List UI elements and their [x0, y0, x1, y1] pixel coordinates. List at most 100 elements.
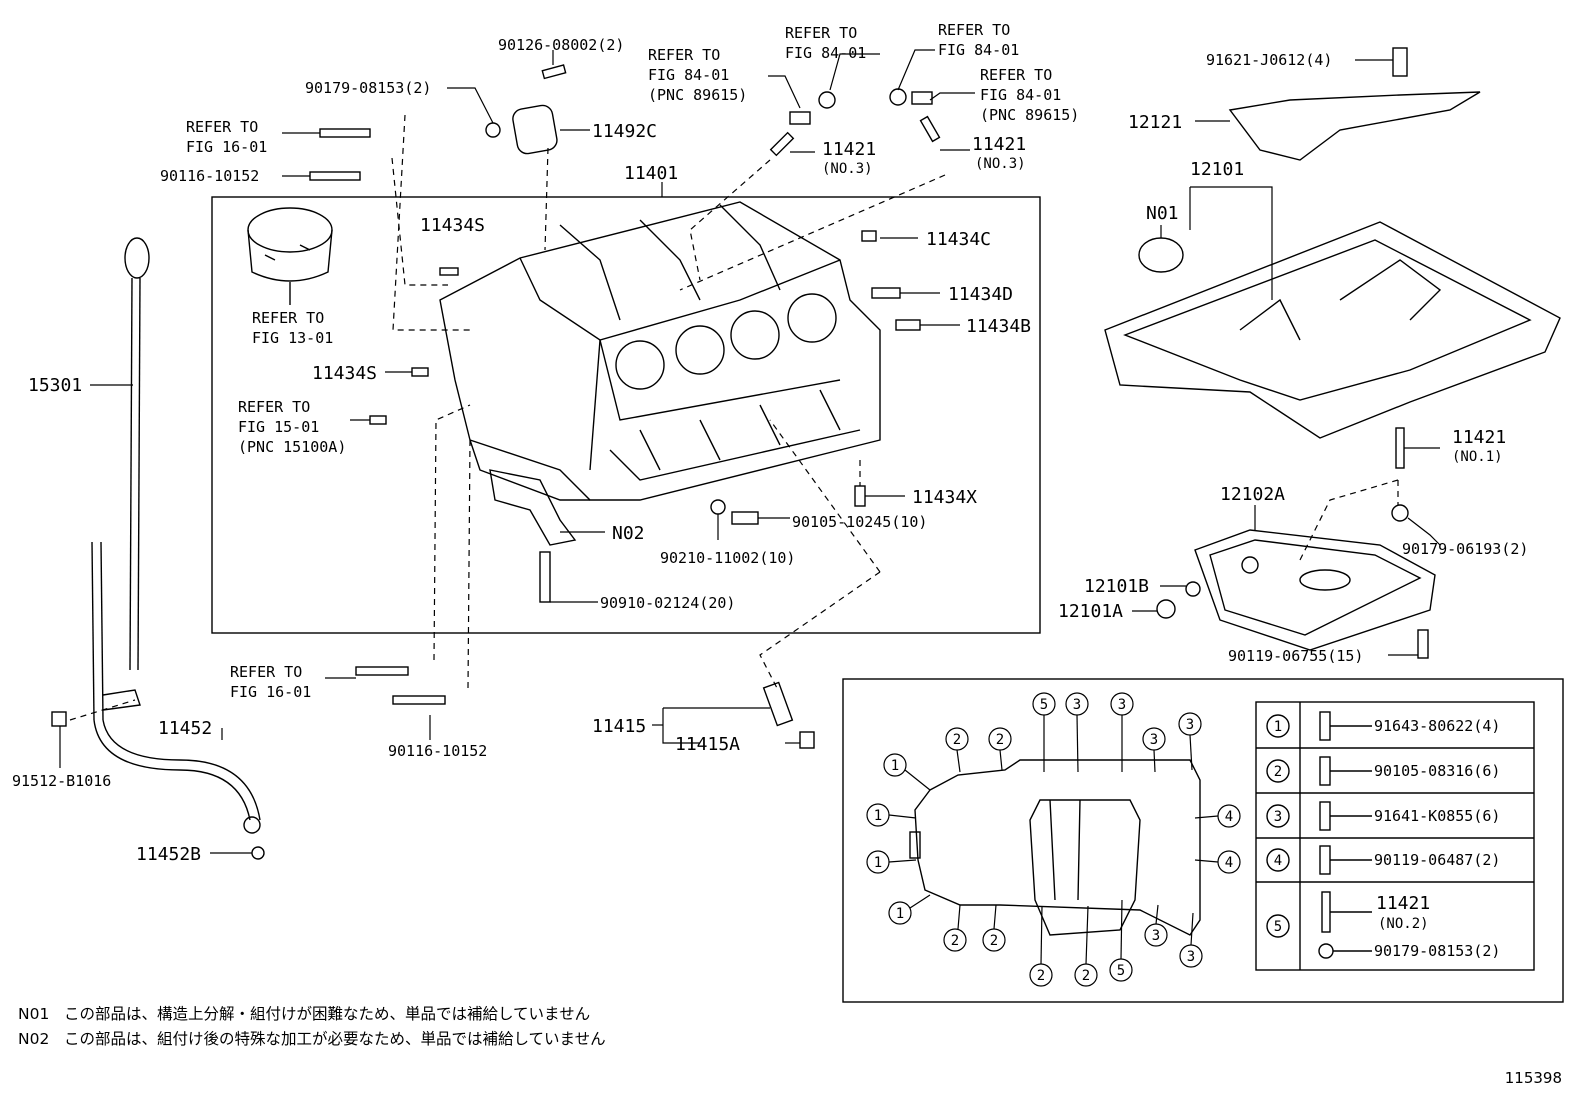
- part-label-90119-06755: 90119-06755(15): [1228, 647, 1363, 665]
- bolt-legend-text: 1 2 3 4 5 91643-80622(4) 90105-08316(6) …: [1274, 717, 1501, 960]
- svg-text:2: 2: [953, 732, 961, 748]
- svg-text:2: 2: [990, 933, 998, 949]
- svg-text:3: 3: [1150, 732, 1158, 748]
- legend-part-2: 90105-08316(6): [1374, 762, 1500, 780]
- lower-oil-pan-drawing: [1194, 529, 1436, 651]
- leader-lines: [59, 49, 1441, 854]
- part-label-11421-right: 11421: [972, 134, 1026, 155]
- svg-text:3: 3: [1152, 928, 1160, 944]
- part-labels: 90126-08002(2) 90179-08153(2) 90116-1015…: [12, 36, 1528, 865]
- ref-fig-13-01-line2: FIG 13-01: [252, 329, 333, 347]
- footnote-n01-code: N01: [18, 1005, 50, 1023]
- legend-num-3: 3: [1274, 809, 1282, 825]
- part-label-90116-b: 90116-10152: [388, 742, 487, 760]
- ref-fig-84-01c-line2: FIG 84-01: [938, 41, 1019, 59]
- part-label-91621: 91621-J0612(4): [1206, 51, 1332, 69]
- part-label-11415: 11415: [592, 716, 646, 737]
- ref-fig-15-01-line2: FIG 15-01: [238, 418, 319, 436]
- ref-fig-84-01d-line2: FIG 84-01: [980, 86, 1061, 104]
- ref-fig-84-01a-line3: (PNC 89615): [648, 86, 747, 104]
- svg-text:3: 3: [1186, 717, 1194, 733]
- part-label-15301: 15301: [28, 375, 82, 396]
- legend-part-4: 90119-06487(2): [1374, 851, 1500, 869]
- legend-part-3: 91641-K0855(6): [1374, 807, 1500, 825]
- legend-num-5: 5: [1274, 919, 1282, 935]
- svg-text:1: 1: [896, 906, 904, 922]
- part-label-90179-06193: 90179-06193(2): [1402, 540, 1528, 558]
- part-label-90116-a: 90116-10152: [160, 167, 259, 185]
- part-label-11434d: 11434D: [948, 284, 1013, 305]
- part-label-12101a: 12101A: [1058, 601, 1123, 622]
- ref-fig-13-01-line1: REFER TO: [252, 309, 324, 327]
- ref-fig-84-01a-line2: FIG 84-01: [648, 66, 729, 84]
- ref-fig-84-01b-line1: REFER TO: [785, 24, 857, 42]
- part-label-11492c: 11492C: [592, 121, 657, 142]
- svg-text:3: 3: [1187, 949, 1195, 965]
- ref-fig-84-01b-line2: FIG 84-01: [785, 44, 866, 62]
- svg-text:2: 2: [1082, 968, 1090, 984]
- bolt-legend-table: [1255, 701, 1535, 971]
- svg-text:5: 5: [1040, 697, 1048, 713]
- svg-text:2: 2: [1037, 968, 1045, 984]
- oil-pan-outline-detail: [909, 759, 1201, 936]
- part-label-90126: 90126-08002(2): [498, 36, 624, 54]
- ref-fig-16-01b-line1: REFER TO: [230, 663, 302, 681]
- ref-fig-16-01-line2: FIG 16-01: [186, 138, 267, 156]
- ref-fig-84-01d-line1: REFER TO: [980, 66, 1052, 84]
- part-label-11421-left: 11421: [822, 139, 876, 160]
- ref-fig-84-01a-line1: REFER TO: [648, 46, 720, 64]
- dipstick-guide-drawing: [91, 541, 265, 860]
- part-label-11434c: 11434C: [926, 229, 991, 250]
- part-label-90910: 90910-02124(20): [600, 594, 735, 612]
- ref-fig-15-01-line1: REFER TO: [238, 398, 310, 416]
- part-label-11452b: 11452B: [136, 844, 201, 865]
- part-label-12101: 12101: [1190, 159, 1244, 180]
- legend-num-2: 2: [1274, 764, 1282, 780]
- part-label-11421-right-no: (NO.3): [975, 156, 1026, 172]
- legend-part-5: 11421: [1376, 893, 1430, 914]
- legend-part-1: 91643-80622(4): [1374, 717, 1500, 735]
- ref-fig-15-01-line3: (PNC 15100A): [238, 438, 346, 456]
- part-label-11434b: 11434B: [966, 316, 1031, 337]
- svg-text:4: 4: [1225, 809, 1233, 825]
- part-label-11434s: 11434S: [312, 363, 377, 384]
- oil-pan-drawing: [1104, 221, 1561, 439]
- svg-text:2: 2: [951, 933, 959, 949]
- part-label-91512: 91512-B1016: [12, 772, 111, 790]
- footnote-n02-code: N02: [18, 1030, 50, 1048]
- part-label-12121: 12121: [1128, 112, 1182, 133]
- part-label-12101b: 12101B: [1084, 576, 1149, 597]
- baffle-plate-drawing: [1228, 91, 1481, 161]
- part-label-11421-no1: 11421: [1452, 427, 1506, 448]
- part-label-n01: N01: [1146, 203, 1179, 224]
- piston-drawing: [247, 207, 333, 305]
- refer-to-labels: REFER TO FIG 16-01 REFER TO FIG 13-01 RE…: [186, 21, 1079, 701]
- part-label-90105-10245: 90105-10245(10): [792, 513, 927, 531]
- part-label-11434s-top: 11434S: [420, 215, 485, 236]
- part-label-11452: 11452: [158, 718, 212, 739]
- cylinder-block-drawing: [439, 201, 881, 501]
- bolt-callouts: [866, 692, 1241, 987]
- footnote-n01-text: この部品は、構造上分解・組付けが困難なため、単品では補給していません: [64, 1005, 591, 1023]
- svg-text:1: 1: [874, 808, 882, 824]
- legend-part-5-sub: (NO.2): [1378, 916, 1429, 932]
- svg-text:4: 4: [1225, 855, 1233, 871]
- legend-part-5b: 90179-08153(2): [1374, 942, 1500, 960]
- svg-text:3: 3: [1073, 697, 1081, 713]
- part-label-11434x: 11434X: [912, 487, 977, 508]
- dashed-leaders: [69, 114, 1399, 721]
- footnote-n01: N01 この部品は、構造上分解・組付けが困難なため、単品では補給していません: [18, 1002, 590, 1024]
- part-label-n02: N02: [612, 523, 645, 544]
- legend-num-1: 1: [1274, 719, 1282, 735]
- svg-text:2: 2: [996, 732, 1004, 748]
- legend-num-4: 4: [1274, 853, 1282, 869]
- bolt-detail-frame: [842, 678, 1564, 1003]
- part-label-90179-08153: 90179-08153(2): [305, 79, 431, 97]
- ref-fig-84-01c-line1: REFER TO: [938, 21, 1010, 39]
- ref-fig-16-01-line1: REFER TO: [186, 118, 258, 136]
- svg-text:3: 3: [1118, 697, 1126, 713]
- part-label-12102a: 12102A: [1220, 484, 1285, 505]
